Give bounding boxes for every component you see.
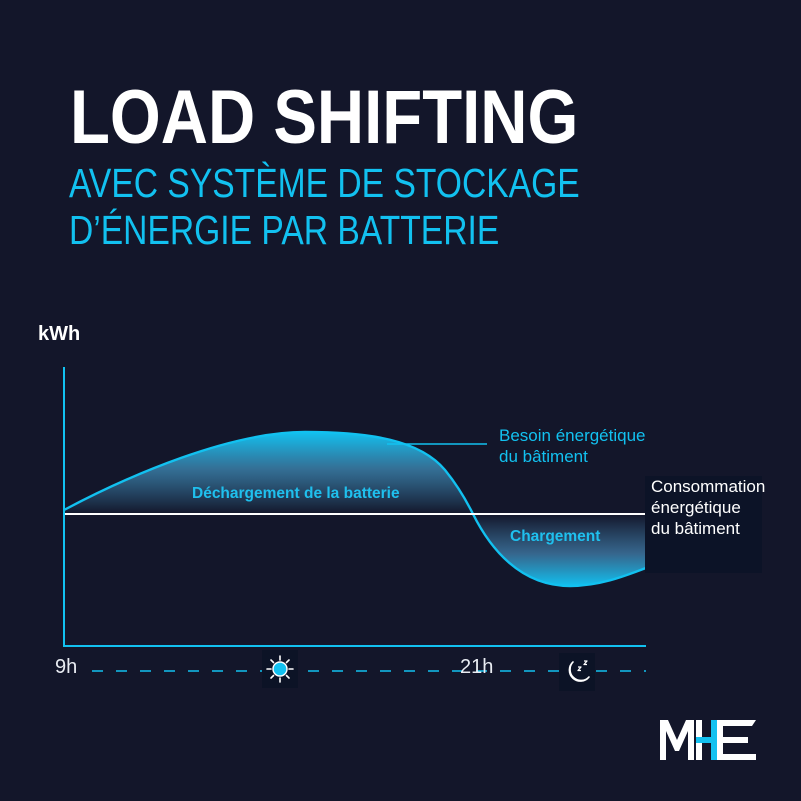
consumption-label-line-1: Consommation <box>651 477 766 496</box>
subtitle-line-2: D’ÉNERGIE PAR BATTERIE <box>69 207 500 253</box>
moon-sleep-icon <box>559 653 595 691</box>
subtitle-line-1: AVEC SYSTÈME DE STOCKAGE <box>69 160 580 206</box>
energy-demand-label: Besoin énergétique du bâtiment <box>499 425 646 467</box>
consumption-label: Consommation énergétique du bâtiment <box>645 476 766 573</box>
x-tick-9h: 9h <box>55 656 78 678</box>
discharge-area-label: Déchargement de la batterie <box>192 485 400 502</box>
sun-icon <box>262 650 298 688</box>
energy-demand-label-line-1: Besoin énergétique <box>499 426 646 445</box>
x-tick-21h: 21h <box>460 656 494 678</box>
energy-demand-curve <box>63 430 647 588</box>
charge-area-label: Chargement <box>510 528 601 545</box>
charge-area <box>473 514 646 586</box>
mhe-logo <box>658 718 758 762</box>
y-axis-label: kWh <box>38 323 81 345</box>
consumption-label-line-3: du bâtiment <box>651 519 740 538</box>
energy-demand-label-line-2: du bâtiment <box>499 447 588 466</box>
logo-mark <box>660 720 756 760</box>
page-title: LOAD SHIFTING <box>70 75 579 160</box>
discharge-area <box>64 432 473 514</box>
consumption-label-line-2: énergétique <box>651 498 741 517</box>
